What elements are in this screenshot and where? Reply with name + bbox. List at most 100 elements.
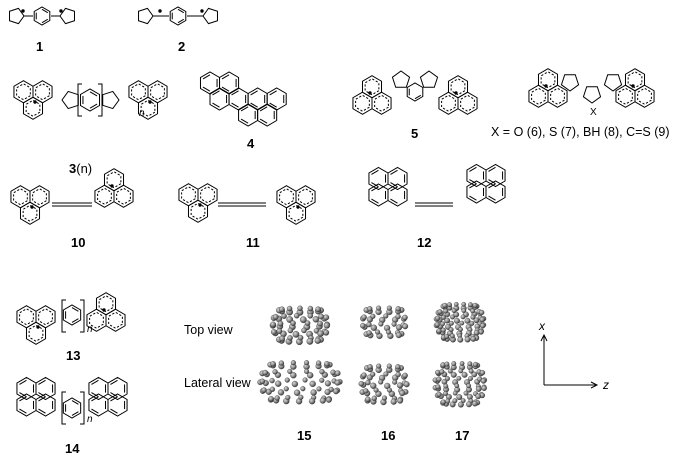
- delocalized-bond: [22, 204, 38, 222]
- repeat-unit-subscript-13: n: [87, 324, 93, 335]
- carbon-atom: [363, 388, 369, 394]
- double-bond: [390, 198, 398, 204]
- carbon-atom: [298, 394, 304, 400]
- carbon-atom: [440, 327, 446, 333]
- delocalized-bond: [32, 188, 47, 206]
- delocalized-bond: [460, 94, 475, 112]
- carbon-atom: [437, 309, 443, 315]
- carbon-atom: [457, 336, 464, 343]
- carbon-atom: [308, 398, 316, 405]
- compound-label-6-9: X = O (6), S (7), BH (8), C=S (9): [491, 125, 670, 139]
- carbon-atom: [286, 305, 293, 312]
- radical-dot: [454, 91, 458, 95]
- double-bond: [110, 408, 118, 414]
- double-bond: [488, 183, 496, 189]
- delocalized-bond: [19, 308, 34, 326]
- delocalized-bond: [108, 311, 123, 329]
- carbon-atom: [473, 317, 480, 324]
- compound-label-14: 14: [65, 441, 80, 456]
- carbon-atom: [445, 398, 451, 404]
- carbon-atom: [310, 389, 317, 396]
- carbon-atom: [466, 383, 472, 389]
- ring-bond: [62, 397, 82, 419]
- double-bond: [41, 18, 49, 24]
- radical-dot: [200, 9, 204, 13]
- carbon-atom: [402, 323, 409, 330]
- carbon-atom: [259, 378, 266, 385]
- delocalized-bond: [190, 202, 206, 220]
- compound-label-3-number: 3: [69, 161, 77, 176]
- carbon-atom: [290, 360, 296, 366]
- delocalized-bond: [540, 71, 556, 89]
- carbon-atom: [371, 395, 377, 401]
- five-ring-bond: [59, 7, 75, 25]
- double-bond: [71, 400, 79, 405]
- carbon-atom: [315, 360, 322, 366]
- repeat-bracket: [77, 83, 82, 117]
- five-ring-bond: [102, 90, 120, 110]
- delocalized-bond: [279, 188, 294, 206]
- carbon-atom: [270, 361, 276, 367]
- z-axis-label: z: [603, 378, 609, 392]
- ring-bond: [35, 376, 56, 401]
- ring-bond: [33, 6, 51, 26]
- carbon-atom: [450, 314, 455, 320]
- carbon-atom: [284, 377, 290, 383]
- carbon-atom: [378, 321, 384, 327]
- ring-bond: [95, 292, 117, 316]
- carbon-atom: [262, 369, 269, 376]
- carbon-atom: [268, 396, 274, 402]
- carbon-atom: [472, 302, 478, 308]
- carbon-atom: [366, 330, 372, 336]
- carbon-atom: [365, 396, 371, 403]
- carbon-atom: [441, 314, 446, 320]
- cage-15-lateral-view: [257, 360, 343, 405]
- double-bond: [71, 411, 79, 416]
- carbon-atom: [277, 389, 285, 396]
- carbon-atom: [316, 386, 322, 392]
- cage-17-top-view: [433, 301, 487, 343]
- carbon-atom: [397, 397, 404, 404]
- delocalized-bond: [531, 87, 546, 105]
- carbon-atom: [475, 393, 482, 400]
- carbon-atom: [448, 327, 454, 333]
- coordinate-axes: [540, 333, 599, 389]
- carbon-atom: [304, 360, 310, 366]
- cage-16-lateral-view: [358, 363, 410, 406]
- carbon-atom: [395, 364, 401, 370]
- delocalized-bond: [116, 187, 131, 205]
- carbon-atom: [439, 369, 445, 375]
- cage-16-top-view: [360, 305, 409, 340]
- carbon-atom: [386, 363, 392, 369]
- carbon-atom: [319, 377, 325, 383]
- repeat-unit-subscript-14: n: [87, 414, 93, 425]
- carbon-atom: [302, 377, 308, 383]
- compound-label-15: 15: [297, 428, 312, 443]
- delocalized-bond: [627, 71, 643, 89]
- compound-label-4: 4: [247, 136, 255, 151]
- radical-dot: [30, 205, 34, 209]
- double-bond: [269, 102, 277, 108]
- carbon-atom: [385, 329, 392, 335]
- double-bond: [469, 183, 477, 189]
- molecule-drawings: [9, 6, 655, 425]
- ring-bond: [537, 68, 559, 92]
- carbon-atom: [358, 380, 365, 387]
- carbon-atom: [402, 372, 408, 379]
- carbon-atom: [292, 330, 300, 338]
- ring-bond: [624, 68, 646, 92]
- carbon-atom: [456, 375, 462, 381]
- carbon-atom: [274, 395, 280, 401]
- x-axis-label: x: [539, 319, 545, 333]
- ring-bond: [103, 168, 125, 192]
- carbon-atom: [285, 394, 291, 401]
- carbon-atom: [450, 371, 457, 378]
- carbon-atom: [293, 389, 301, 396]
- radical-dot: [368, 91, 372, 95]
- double-bond: [240, 106, 249, 112]
- repeat-bracket: [80, 391, 85, 425]
- delocalized-bond: [618, 87, 633, 105]
- top-view-label: Top view: [184, 323, 233, 337]
- repeat-bracket: [61, 299, 66, 333]
